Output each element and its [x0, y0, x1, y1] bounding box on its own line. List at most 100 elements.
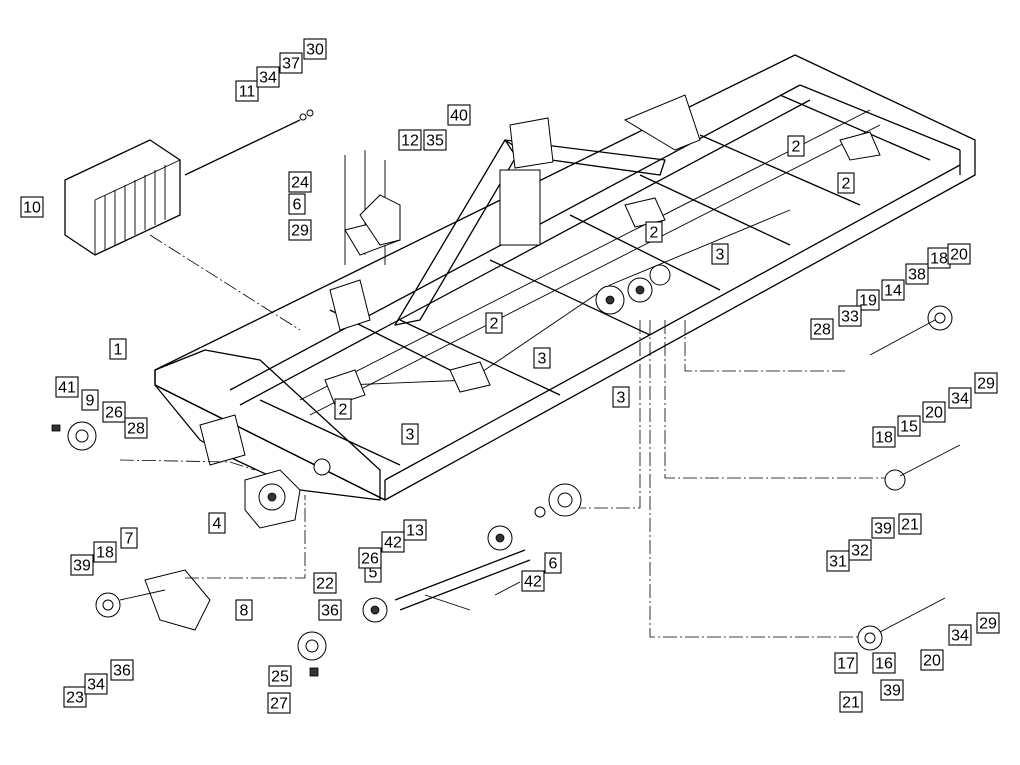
- callout-number: 36: [113, 663, 131, 680]
- callout-number: 42: [384, 535, 402, 552]
- callout-box: [810, 318, 834, 340]
- callout-box: [838, 305, 862, 327]
- callout-3: 3: [612, 386, 630, 408]
- callout-42: 42: [521, 570, 545, 592]
- callout-number: 39: [883, 683, 901, 700]
- callout-number: 18: [96, 545, 114, 562]
- callout-1: 1: [109, 338, 127, 360]
- callout-number: 3: [716, 247, 725, 264]
- reference-lines: [119, 234, 885, 638]
- callout-28: 28: [810, 318, 834, 340]
- callout-box: [313, 572, 337, 594]
- callout-29: 29: [976, 612, 1000, 634]
- callout-box: [358, 547, 382, 569]
- callout-box: [288, 193, 306, 215]
- callout-18: 18: [93, 541, 117, 563]
- callout-number: 15: [900, 419, 918, 436]
- callout-box: [856, 289, 880, 311]
- callout-box: [848, 539, 872, 561]
- callout-14: 14: [881, 279, 905, 301]
- callout-6: 6: [544, 552, 562, 574]
- callout-37: 37: [279, 52, 303, 74]
- callout-number: 28: [813, 322, 831, 339]
- callout-box: [872, 426, 896, 448]
- callout-39: 39: [880, 679, 904, 701]
- callout-box: [235, 599, 253, 621]
- callout-3: 3: [401, 423, 419, 445]
- callout-number: 20: [925, 405, 943, 422]
- callout-box: [897, 415, 921, 437]
- callout-23: 23: [63, 686, 87, 708]
- callout-9: 9: [81, 389, 99, 411]
- callout-number: 18: [930, 251, 948, 268]
- callout-number: 31: [829, 554, 847, 571]
- callout-number: 11: [239, 84, 256, 101]
- callout-20: 20: [922, 401, 946, 423]
- callout-number: 27: [270, 696, 288, 713]
- callout-box: [268, 665, 292, 687]
- callout-box: [898, 513, 922, 535]
- callout-number: 32: [851, 543, 869, 560]
- callout-number: 34: [951, 391, 969, 408]
- callout-22: 22: [313, 572, 337, 594]
- callout-number: 34: [259, 70, 277, 87]
- exploded-parts-drawing: [51, 305, 961, 677]
- callout-number: 14: [884, 283, 902, 300]
- callout-box: [612, 386, 630, 408]
- callout-box: [711, 243, 729, 265]
- callout-32: 32: [848, 539, 872, 561]
- callout-number: 16: [875, 656, 893, 673]
- callout-3: 3: [711, 243, 729, 265]
- callout-2: 2: [787, 135, 805, 157]
- callout-number: 41: [58, 380, 76, 397]
- callout-number: 8: [240, 603, 249, 620]
- callout-34: 34: [256, 66, 280, 88]
- callout-21: 21: [898, 513, 922, 535]
- callout-box: [303, 38, 327, 60]
- callout-24: 24: [288, 171, 312, 193]
- callout-30: 30: [303, 38, 327, 60]
- callout-27: 27: [267, 692, 291, 714]
- callout-25: 25: [268, 665, 292, 687]
- callout-number: 2: [339, 402, 348, 419]
- callout-number: 29: [977, 376, 995, 393]
- callout-box: [120, 527, 138, 549]
- callout-box: [84, 673, 108, 695]
- callout-number: 12: [401, 133, 419, 150]
- callout-number: 13: [406, 523, 424, 540]
- callout-26: 26: [102, 401, 126, 423]
- callout-box: [124, 417, 148, 439]
- callout-box: [93, 541, 117, 563]
- callout-number: 2: [842, 176, 851, 193]
- callout-4: 4: [208, 512, 226, 534]
- callout-number: 17: [837, 656, 855, 673]
- callout-box: [826, 550, 850, 572]
- callout-number: 38: [908, 267, 926, 284]
- callout-29: 29: [974, 372, 998, 394]
- callout-34: 34: [948, 624, 972, 646]
- callout-34: 34: [948, 387, 972, 409]
- callout-box: [485, 312, 503, 334]
- callout-13: 13: [403, 519, 427, 541]
- callout-34: 34: [84, 673, 108, 695]
- callout-number: 10: [23, 200, 41, 217]
- callout-39: 39: [70, 554, 94, 576]
- callout-box: [334, 398, 352, 420]
- callout-box: [267, 692, 291, 714]
- callout-number: 5: [369, 565, 378, 582]
- callout-number: 20: [923, 653, 941, 670]
- callout-19: 19: [856, 289, 880, 311]
- callout-box: [81, 389, 99, 411]
- callout-box: [533, 347, 551, 369]
- callout-box: [110, 659, 134, 681]
- callout-box: [948, 387, 972, 409]
- callout-labels: 1222223333456678910111213141516171818181…: [20, 38, 1000, 714]
- callout-number: 7: [125, 531, 134, 548]
- callout-number: 34: [951, 628, 969, 645]
- callout-29: 29: [288, 219, 312, 241]
- callout-33: 33: [838, 305, 862, 327]
- callout-box: [544, 552, 562, 574]
- callout-box: [318, 599, 342, 621]
- callout-box: [871, 517, 895, 539]
- callout-number: 2: [792, 139, 801, 156]
